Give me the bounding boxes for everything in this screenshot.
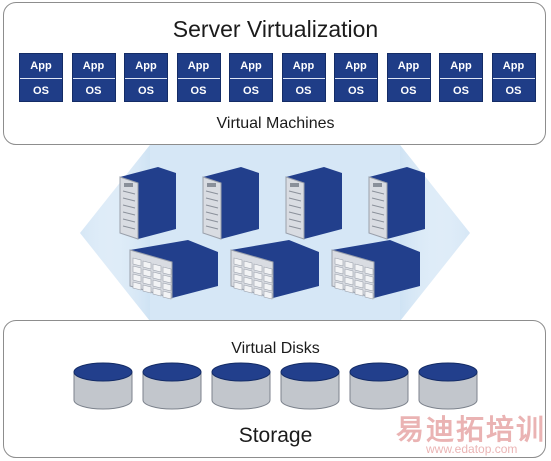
vm-app-label: App — [345, 60, 367, 72]
tower-server-icon — [119, 167, 176, 240]
rack-server-icon — [331, 240, 420, 300]
virtual-disk-icon — [418, 362, 478, 410]
virtual-machines-label: Virtual Machines — [216, 115, 335, 132]
vm-app-label: App — [82, 60, 105, 72]
vm-os-label: OS — [440, 78, 482, 103]
server-virtualization-title: Server Virtualization — [172, 16, 379, 42]
storage-title: Storage — [238, 424, 313, 447]
vm-app-label: App — [240, 60, 262, 72]
tower-server-icon — [368, 167, 425, 240]
watermark-url: www.edatop.com — [426, 442, 518, 456]
rack-server-icon — [230, 240, 319, 300]
vm-os-label: OS — [335, 78, 377, 103]
virtual-disk-icon — [73, 362, 133, 410]
virtual-disk-icon — [349, 362, 409, 410]
virtual-disk-icon — [280, 362, 340, 410]
watermark-logo: 易迪拓培训 www.edatop.com — [392, 408, 547, 458]
vm-app-label: App — [30, 60, 52, 72]
virtual-disk-row — [73, 362, 478, 410]
vm-os-label: OS — [492, 78, 535, 103]
vm-app-label: App — [187, 60, 210, 72]
vm-app-label: App — [502, 60, 525, 72]
virtual-disk-icon — [142, 362, 202, 410]
physical-server-layer — [80, 145, 470, 321]
vm-os-label: OS — [177, 78, 220, 103]
watermark-text: 易迪拓培训 — [396, 414, 547, 445]
virtual-disks-label: Virtual Disks — [231, 340, 320, 357]
vm-os-label: OS — [230, 78, 272, 103]
vm-os-label: OS — [125, 78, 167, 103]
vm-os-label: OS — [72, 78, 115, 103]
rack-server-icon — [129, 240, 218, 300]
vm-os-label: OS — [282, 78, 325, 103]
vm-os-label: OS — [387, 78, 430, 103]
vm-app-label: App — [397, 60, 420, 72]
virtual-disk-icon — [211, 362, 271, 410]
tower-server-icon — [285, 167, 342, 240]
vm-app-label: App — [292, 60, 315, 72]
vm-os-label: OS — [20, 78, 62, 103]
tower-server-icon — [202, 167, 259, 240]
vm-app-label: App — [135, 60, 157, 72]
vm-app-label: App — [450, 60, 472, 72]
